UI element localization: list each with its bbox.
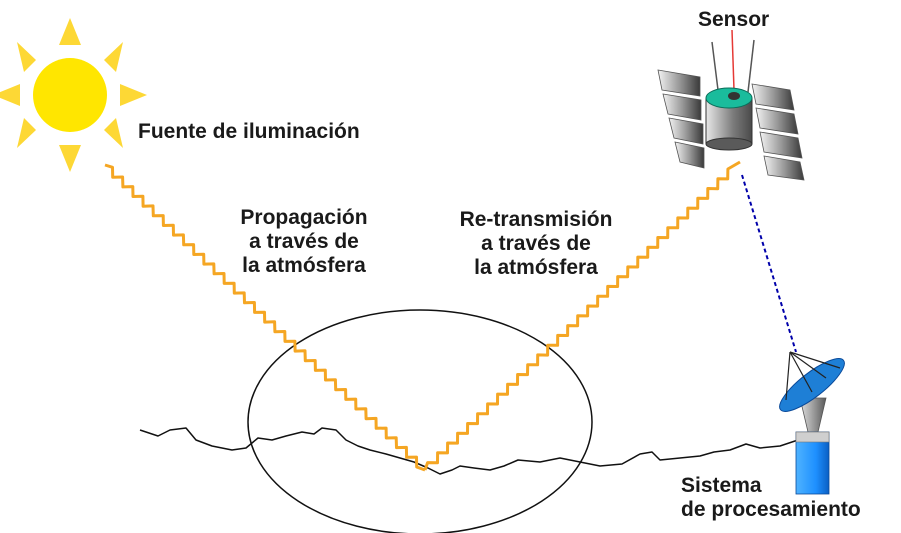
ground-station-icon xyxy=(779,351,845,495)
sun-icon xyxy=(0,18,147,172)
reflected-radiation-wave xyxy=(423,160,741,471)
retransmission-label: Re-transmisión a través de la atmósfera xyxy=(436,208,636,280)
processing-line-2: de procesamiento xyxy=(681,498,861,521)
propagation-line-3: la atmósfera xyxy=(242,254,366,277)
retransmission-line-2: a través de xyxy=(481,232,591,255)
propagation-label: Propagación a través de la atmósfera xyxy=(213,206,395,278)
illumination-source-label: Fuente de iluminación xyxy=(138,120,360,143)
propagation-line-1: Propagación xyxy=(240,206,368,229)
sensor-label: Sensor xyxy=(698,8,770,31)
retransmission-line-3: la atmósfera xyxy=(474,256,598,279)
ground-profile xyxy=(139,427,799,475)
satellite-icon xyxy=(657,29,805,181)
target-area-ellipse xyxy=(247,309,593,533)
downlink-line xyxy=(741,174,797,353)
processing-line-1: Sistema xyxy=(681,474,762,497)
processing-system-label: Sistema de procesamiento xyxy=(681,474,861,522)
propagation-line-2: a través de xyxy=(249,230,359,253)
incident-radiation-wave xyxy=(104,163,426,472)
retransmission-line-1: Re-transmisión xyxy=(459,208,613,231)
